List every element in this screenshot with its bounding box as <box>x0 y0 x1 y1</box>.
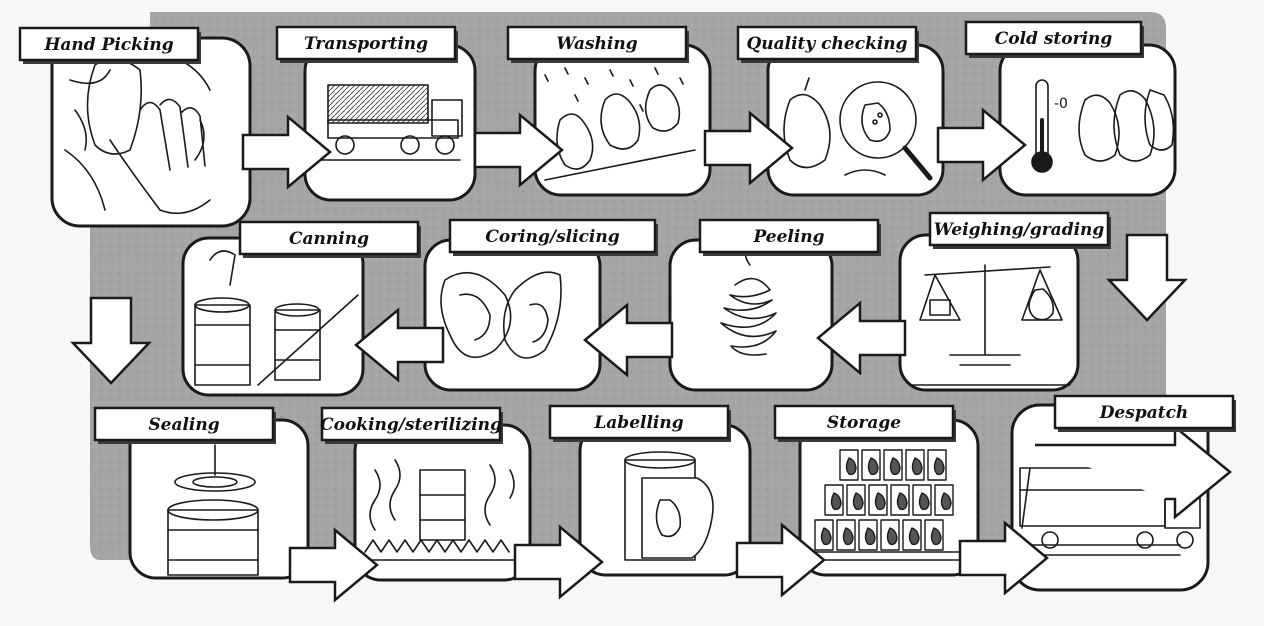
panel-peeling <box>668 238 834 392</box>
step-cooking-sterilizing <box>353 423 532 582</box>
sliced-pear-icon <box>440 271 562 359</box>
sealing-can-icon <box>167 444 259 576</box>
label-text-despatch: Despatch <box>1099 403 1189 423</box>
label-text-washing: Washing <box>556 34 637 54</box>
step-canning <box>181 236 365 397</box>
arrow-left-icon <box>354 307 445 383</box>
arrow-right-icon <box>735 522 826 598</box>
step-washing <box>533 43 712 197</box>
arrow-right-icon <box>703 110 794 186</box>
label-text-quality-checking: Quality checking <box>746 34 907 54</box>
label-quality-checking: Quality checking <box>736 25 919 63</box>
label-labelling: Labelling <box>548 404 731 442</box>
arrow-right-icon <box>513 524 604 600</box>
label-text-labelling: Labelling <box>593 413 683 433</box>
label-hand-picking: Hand Picking <box>18 26 201 64</box>
label-despatch: Despatch <box>1053 394 1236 432</box>
step-labelling <box>578 423 752 577</box>
step-transporting <box>303 43 477 202</box>
arrow-right-icon <box>288 527 379 603</box>
label-text-peeling: Peeling <box>752 227 824 247</box>
flow-arrows <box>70 107 1188 603</box>
label-text-canning: Canning <box>289 229 369 249</box>
arrow-down-icon <box>1106 233 1188 322</box>
arrow-left-icon <box>583 302 674 378</box>
label-peeling: Peeling <box>698 218 881 256</box>
label-text-storage: Storage <box>827 413 901 433</box>
arrow-right-icon <box>473 112 564 188</box>
label-cold-storing: Cold storing <box>964 20 1144 58</box>
thermometer-reading: -0 <box>1054 96 1068 112</box>
hand-picking-pear-icon <box>64 47 211 215</box>
label-text-cooking-sterilizing: Cooking/sterilizing <box>320 415 502 435</box>
step-weighing-grading <box>898 233 1080 392</box>
labelled-can-icon <box>624 451 714 561</box>
washing-pears-icon <box>544 67 696 181</box>
step-hand-picking <box>50 36 252 228</box>
arrow-right-icon <box>936 107 1027 183</box>
panel-washing <box>533 43 712 197</box>
panel-cooking-sterilizing <box>353 423 532 582</box>
label-weighing-grading: Weighing/grading <box>928 211 1111 249</box>
label-washing: Washing <box>506 25 689 63</box>
truck-icon <box>319 84 463 161</box>
label-text-weighing-grading: Weighing/grading <box>934 220 1105 240</box>
step-coring-slicing <box>423 238 602 392</box>
label-text-transporting: Transporting <box>304 34 428 54</box>
label-text-coring-slicing: Coring/slicing <box>485 227 619 247</box>
arrow-down-icon <box>70 296 152 385</box>
arrow-right-icon <box>958 520 1049 596</box>
despatch-road-arrow-icon <box>1035 424 1232 520</box>
panel-cold-storing <box>998 43 1177 197</box>
step-quality-checking <box>766 43 945 197</box>
label-text-hand-picking: Hand Picking <box>43 35 173 55</box>
cans-icon <box>194 250 359 386</box>
step-storage <box>798 418 980 577</box>
balance-scale-icon <box>909 264 1071 386</box>
label-transporting: Transporting <box>275 25 458 63</box>
step-labels: Hand Picking Transporting Washing Quality c… <box>18 20 1236 444</box>
step-despatch <box>1010 403 1232 592</box>
label-cooking-sterilizing: Cooking/sterilizing <box>320 406 503 444</box>
stacked-cans-icon <box>804 449 966 561</box>
panel-coring-slicing <box>423 238 602 392</box>
label-text-sealing: Sealing <box>148 415 219 435</box>
label-sealing: Sealing <box>93 406 276 444</box>
thermometer-pears-icon <box>1031 79 1175 173</box>
step-peeling <box>668 238 834 392</box>
label-canning: Canning <box>238 220 421 258</box>
label-coring-slicing: Coring/slicing <box>448 218 658 256</box>
arrow-left-icon <box>816 300 907 376</box>
cooking-can-icon <box>359 459 526 561</box>
step-cold-storing: -0 <box>998 43 1177 197</box>
arrow-right-icon <box>241 114 332 190</box>
label-text-cold-storing: Cold storing <box>995 29 1113 49</box>
label-storage: Storage <box>773 404 956 442</box>
panel-weighing-grading <box>898 233 1080 392</box>
